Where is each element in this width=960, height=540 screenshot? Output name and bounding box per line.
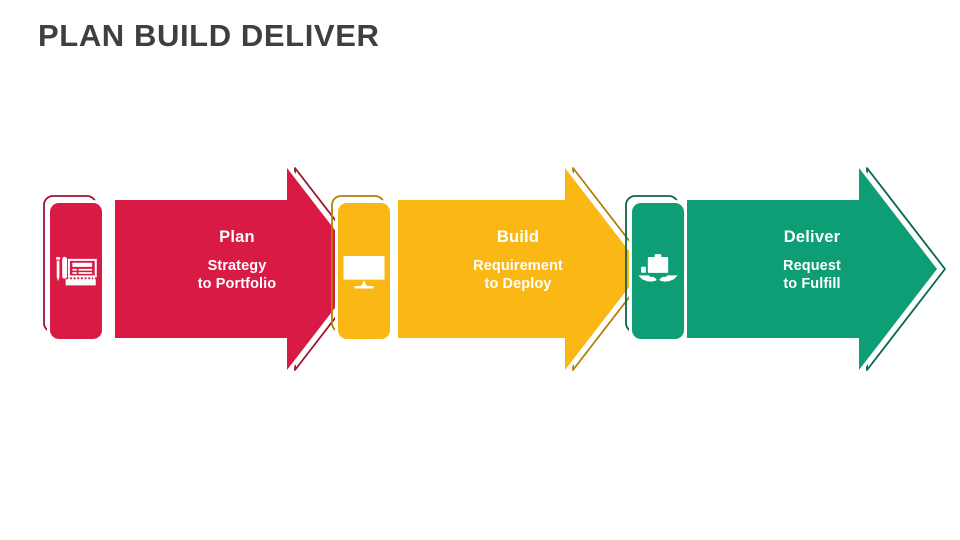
process-step-subtitle-line1-plan: Strategy: [207, 258, 267, 275]
pen-ruler-document-icon: [53, 248, 99, 294]
process-step-subtitle-line2-deliver: to Fulfill: [783, 275, 841, 292]
process-step-heading-plan: Plan: [219, 228, 255, 246]
process-step-subtitle-line2-plan: to Portfolio: [197, 275, 277, 292]
arrow-body-build[interactable]: [398, 168, 643, 370]
process-step-shape-build: [331, 164, 652, 374]
arrow-body-deliver[interactable]: [687, 168, 937, 370]
process-step-heading-build: Build: [496, 228, 540, 246]
monitor-cube-icon: [341, 248, 387, 294]
icon-tile-plan[interactable]: [50, 203, 102, 339]
process-step-subtitle-line1-deliver: Request: [783, 258, 841, 275]
process-step-subtitle-line2-build: to Deploy: [484, 275, 552, 292]
hands-package-delivery-icon: [635, 248, 681, 294]
process-step-shape-plan: [43, 164, 374, 374]
page-title: PLAN BUILD DELIVER: [38, 18, 380, 53]
arrow-body-plan[interactable]: [115, 168, 365, 370]
process-step-heading-deliver: Deliver: [783, 228, 841, 246]
process-step-subtitle-line1-build: Requirement: [473, 258, 563, 275]
